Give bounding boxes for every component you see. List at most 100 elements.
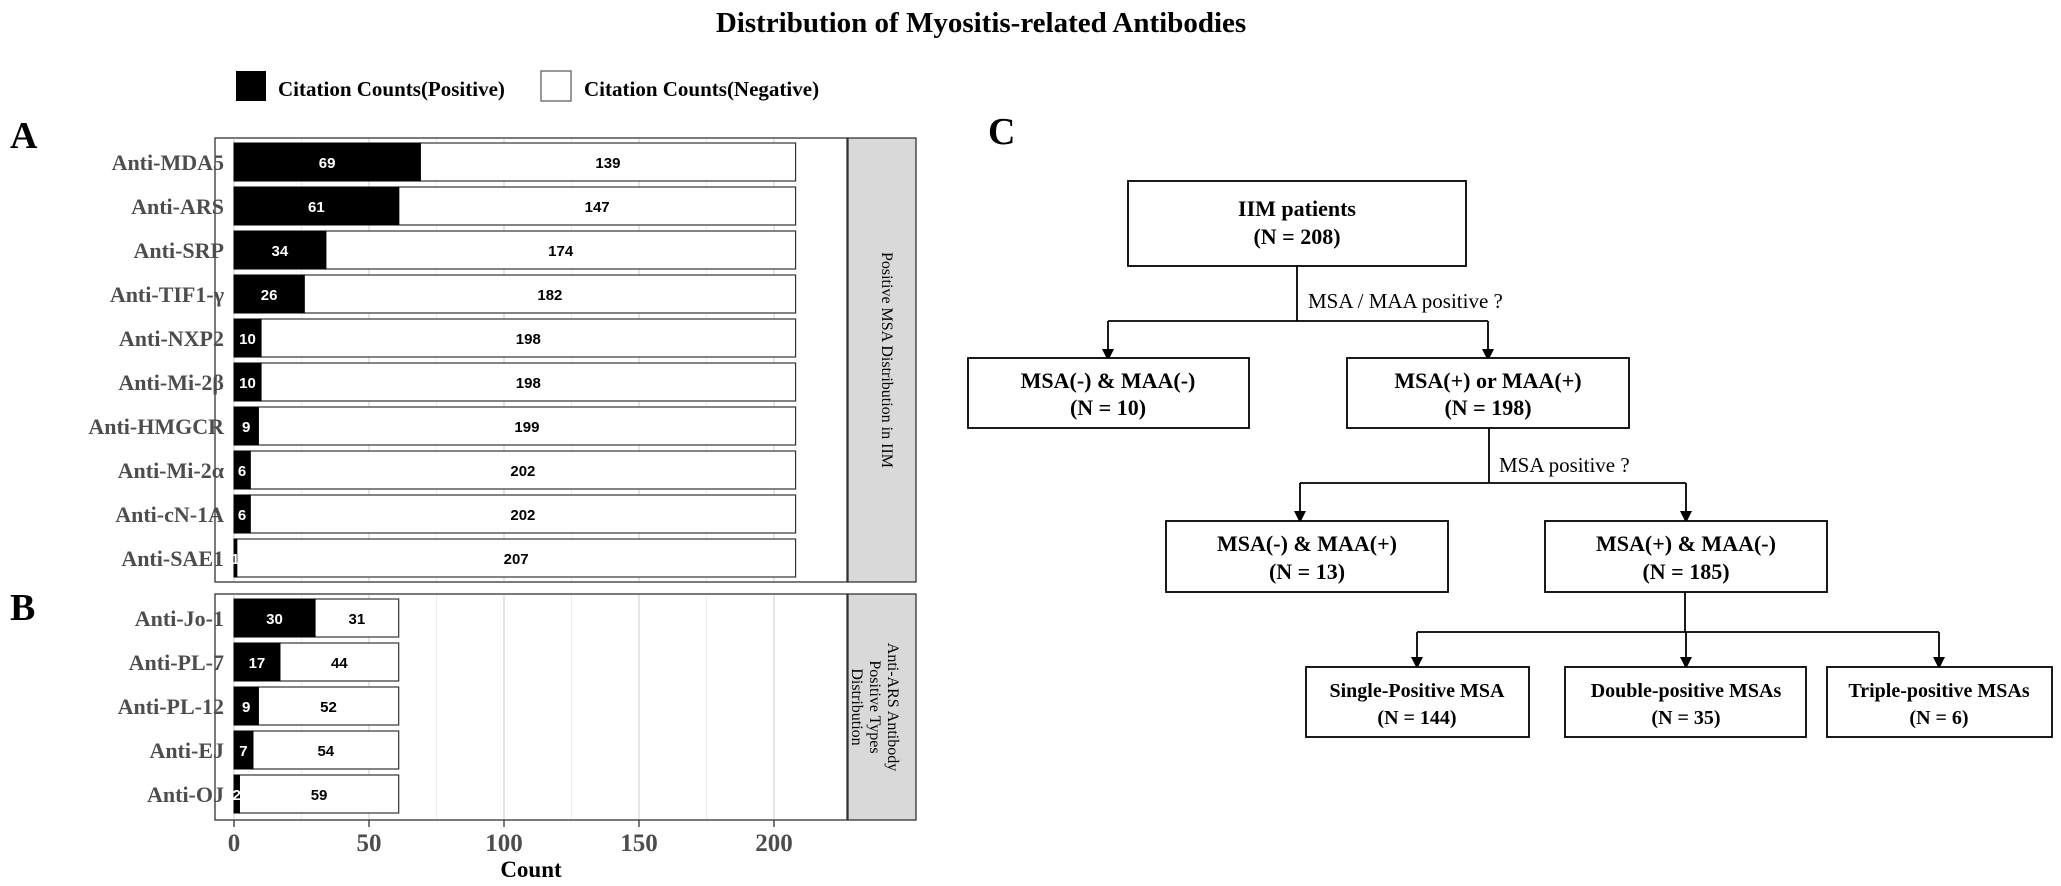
data-label-negative: 198	[516, 375, 541, 392]
node-msa-pos-maa-neg-count: (N = 185)	[1642, 559, 1729, 584]
category-label: Anti-TIF1-γ	[110, 282, 224, 307]
node-msa-pos-maa-neg: MSA(+) & MAA(-) (N = 185)	[1544, 520, 1828, 593]
node-msa-neg-maa-neg-count: (N = 10)	[1070, 395, 1146, 420]
bar-negative	[419, 142, 797, 182]
bar-negative	[249, 450, 797, 490]
category-label: Anti-Mi-2β	[118, 370, 224, 395]
node-triple-positive-msas-count: (N = 6)	[1909, 707, 1968, 729]
panel-b-strip-line-2: Positive Types	[866, 660, 883, 753]
question-msa-maa: MSA / MAA positive ?	[1308, 289, 1503, 313]
node-single-positive-msa: Single-Positive MSA (N = 144)	[1305, 666, 1530, 738]
data-label-positive: 17	[249, 655, 266, 672]
bar-negative	[260, 318, 797, 358]
node-iim-patients-label: IIM patients	[1238, 196, 1356, 221]
panel-b-strip-line-3: Distribution	[848, 668, 865, 745]
data-label-negative: 174	[548, 243, 574, 260]
data-label-positive: 6	[238, 463, 246, 480]
bar-row: Anti-PL-12 9 52	[118, 686, 400, 726]
bar-negative	[238, 774, 400, 814]
data-label-negative: 182	[537, 287, 562, 304]
bar-positive	[233, 362, 262, 402]
data-label-negative: 59	[311, 787, 328, 804]
data-label-negative: 52	[320, 699, 337, 716]
category-label: Anti-Jo-1	[135, 606, 224, 631]
bar-positive	[233, 186, 400, 226]
panel-b-strip-line-1: Anti-ARS Antibody	[884, 643, 901, 771]
node-iim-patients: IIM patients (N = 208)	[1127, 180, 1467, 267]
category-label: Anti-NXP2	[119, 326, 224, 351]
panel-b-strip-label: Anti-ARS Antibody Positive Types Distrib…	[848, 643, 901, 771]
data-label-negative: 139	[595, 155, 620, 172]
bar-negative	[398, 186, 797, 226]
data-label-positive: 1	[231, 551, 239, 568]
category-label: Anti-Mi-2α	[118, 458, 225, 483]
category-label: Anti-SAE1	[121, 546, 224, 571]
node-triple-positive-msas: Triple-positive MSAs (N = 6)	[1826, 666, 2053, 738]
flowchart-connectors	[1107, 266, 1940, 658]
node-msa-neg-maa-neg-label: MSA(-) & MAA(-)	[1021, 368, 1196, 393]
data-label-positive: 10	[239, 375, 256, 392]
data-label-negative: 202	[510, 507, 535, 524]
data-label-positive: 9	[242, 419, 250, 436]
x-tick-label: 100	[485, 830, 523, 857]
node-msa-neg-maa-pos: MSA(-) & MAA(+) (N = 13)	[1165, 520, 1449, 593]
bar-positive	[233, 642, 281, 682]
category-label: Anti-cN-1A	[115, 502, 224, 527]
bar-positive	[233, 450, 251, 490]
node-double-positive-msas-count: (N = 35)	[1651, 707, 1720, 729]
bar-negative	[279, 642, 400, 682]
panel-b-strip	[847, 593, 917, 821]
category-label: Anti-ARS	[131, 194, 224, 219]
x-tick-label: 0	[228, 830, 241, 857]
x-axis-title: Count	[500, 857, 562, 882]
data-label-negative: 31	[349, 611, 366, 628]
category-label: Anti-EJ	[149, 738, 224, 763]
node-double-positive-msas: Double-positive MSAs (N = 35)	[1564, 666, 1807, 738]
bar-positive	[233, 230, 327, 270]
bar-negative	[236, 538, 797, 578]
bar-positive	[233, 494, 251, 534]
node-triple-positive-msas-label: Triple-positive MSAs	[1848, 680, 2030, 702]
bar-positive	[233, 142, 421, 182]
panel-a-strip-label: Positive MSA Distribution in IIM	[878, 252, 895, 468]
bar-negative	[257, 686, 400, 726]
bar-negative	[257, 406, 797, 446]
node-iim-patients-count: (N = 208)	[1253, 224, 1340, 249]
panel-c-flowchart: MSA / MAA positive ? MSA positive ? IIM …	[967, 180, 2053, 738]
panel-letter-b: B	[10, 587, 35, 629]
category-label: Anti-PL-12	[118, 694, 224, 719]
bar-positive	[233, 730, 254, 770]
legend-label-positive: Citation Counts(Positive)	[278, 77, 505, 101]
node-msa-pos-maa-neg-label: MSA(+) & MAA(-)	[1596, 531, 1776, 556]
data-label-positive: 9	[242, 699, 250, 716]
category-label: Anti-PL-7	[129, 650, 224, 675]
data-label-positive: 7	[239, 743, 247, 760]
data-label-positive: 34	[272, 243, 289, 260]
data-label-negative: 202	[510, 463, 535, 480]
bar-negative	[325, 230, 797, 270]
data-label-negative: 198	[516, 331, 541, 348]
bar-positive	[233, 274, 305, 314]
panel-letter-a: A	[10, 115, 38, 157]
bar-positive	[233, 538, 238, 578]
node-msa-neg-maa-neg: MSA(-) & MAA(-) (N = 10)	[967, 357, 1250, 429]
bar-positive	[233, 598, 316, 638]
node-msa-or-maa-pos: MSA(+) or MAA(+) (N = 198)	[1346, 357, 1630, 429]
legend: Citation Counts(Positive) Citation Count…	[236, 70, 819, 102]
category-label: Anti-OJ	[147, 782, 224, 807]
node-msa-neg-maa-pos-label: MSA(-) & MAA(+)	[1217, 531, 1397, 556]
data-label-positive: 61	[308, 199, 325, 216]
